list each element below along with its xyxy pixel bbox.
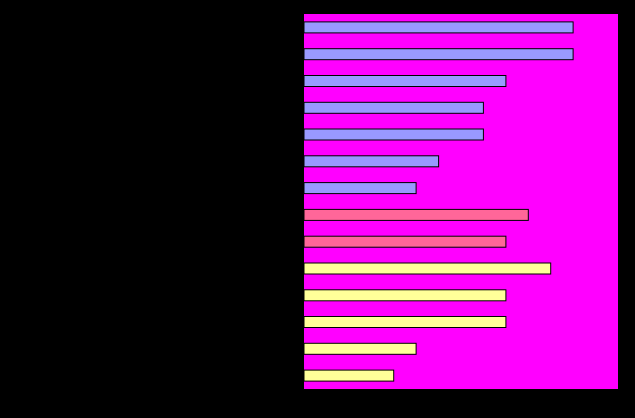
bar-series [303,21,574,382]
bar-4 [303,101,484,114]
bar-14 [303,369,395,382]
bar-11 [303,289,507,302]
bar-12 [303,316,507,328]
plot-area [304,14,618,389]
bar-7 [303,182,417,195]
bar-5 [303,128,484,141]
bar-10 [303,262,552,275]
bar-13 [303,342,417,355]
bar-9 [303,235,507,248]
bar-3 [303,75,507,87]
bar-2 [303,48,574,61]
bar-6 [303,155,440,168]
bar-1 [303,21,574,34]
bar-8 [303,208,529,221]
